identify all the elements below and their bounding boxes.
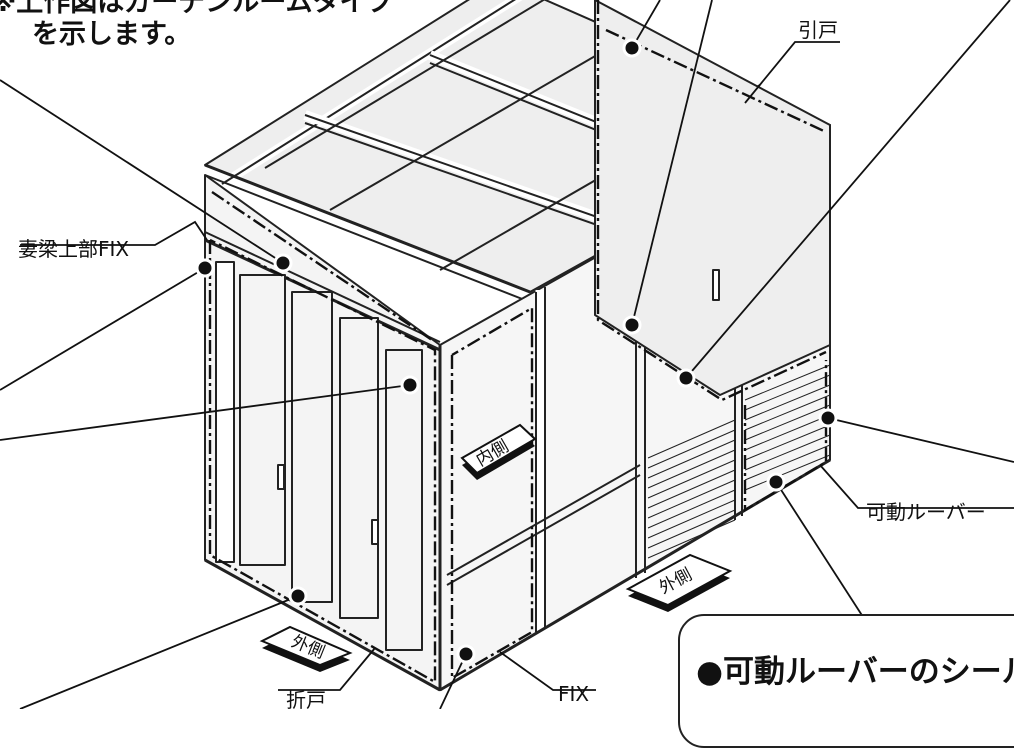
movable-louver-label: 可動ルーバー	[866, 500, 986, 524]
sliding-door-latch	[712, 269, 720, 301]
roof-front-edge	[204, 163, 531, 294]
door-handle	[277, 464, 285, 490]
marker-dot	[766, 472, 786, 492]
door-handle	[371, 519, 379, 545]
inner-side-plate: 内側	[460, 423, 537, 480]
marker-dot	[622, 38, 642, 58]
fix-label: FIX	[558, 682, 590, 706]
folding-door-label: 折戸	[286, 688, 326, 712]
louver-panel	[647, 364, 831, 559]
note-line-1: ※上作図はガーデンルームタイプ	[0, 0, 394, 18]
louver-seal-panel-title: ●可動ルーバーのシール	[696, 654, 1014, 690]
sliding-door-label: 引戸	[798, 18, 838, 42]
window-frame	[594, 0, 831, 396]
louver-seal-panel: ●可動ルーバーのシール	[678, 614, 1014, 748]
marker-dot	[400, 375, 420, 395]
marker-dot	[676, 368, 696, 388]
marker-dot	[195, 258, 215, 278]
marker-dot	[273, 253, 293, 273]
gable-divider	[204, 231, 441, 343]
marker-dot	[818, 408, 838, 428]
front-rail	[446, 464, 641, 576]
garden-room-drawing: 内側 外側 外側	[0, 0, 1014, 709]
note-line-2: を示します。	[32, 19, 192, 50]
roof-bar	[221, 0, 517, 185]
marker-dot	[622, 315, 642, 335]
marker-dot	[456, 644, 476, 664]
marker-dot	[288, 586, 308, 606]
seal-markers	[195, 38, 838, 664]
leader-lines	[0, 0, 1014, 709]
roof-purlin	[264, 0, 546, 169]
gable-beam-fix-label: 妻梁上部FIX	[18, 237, 130, 261]
outer-side-plate: 外側	[625, 553, 733, 612]
roof-rafter	[304, 114, 641, 233]
